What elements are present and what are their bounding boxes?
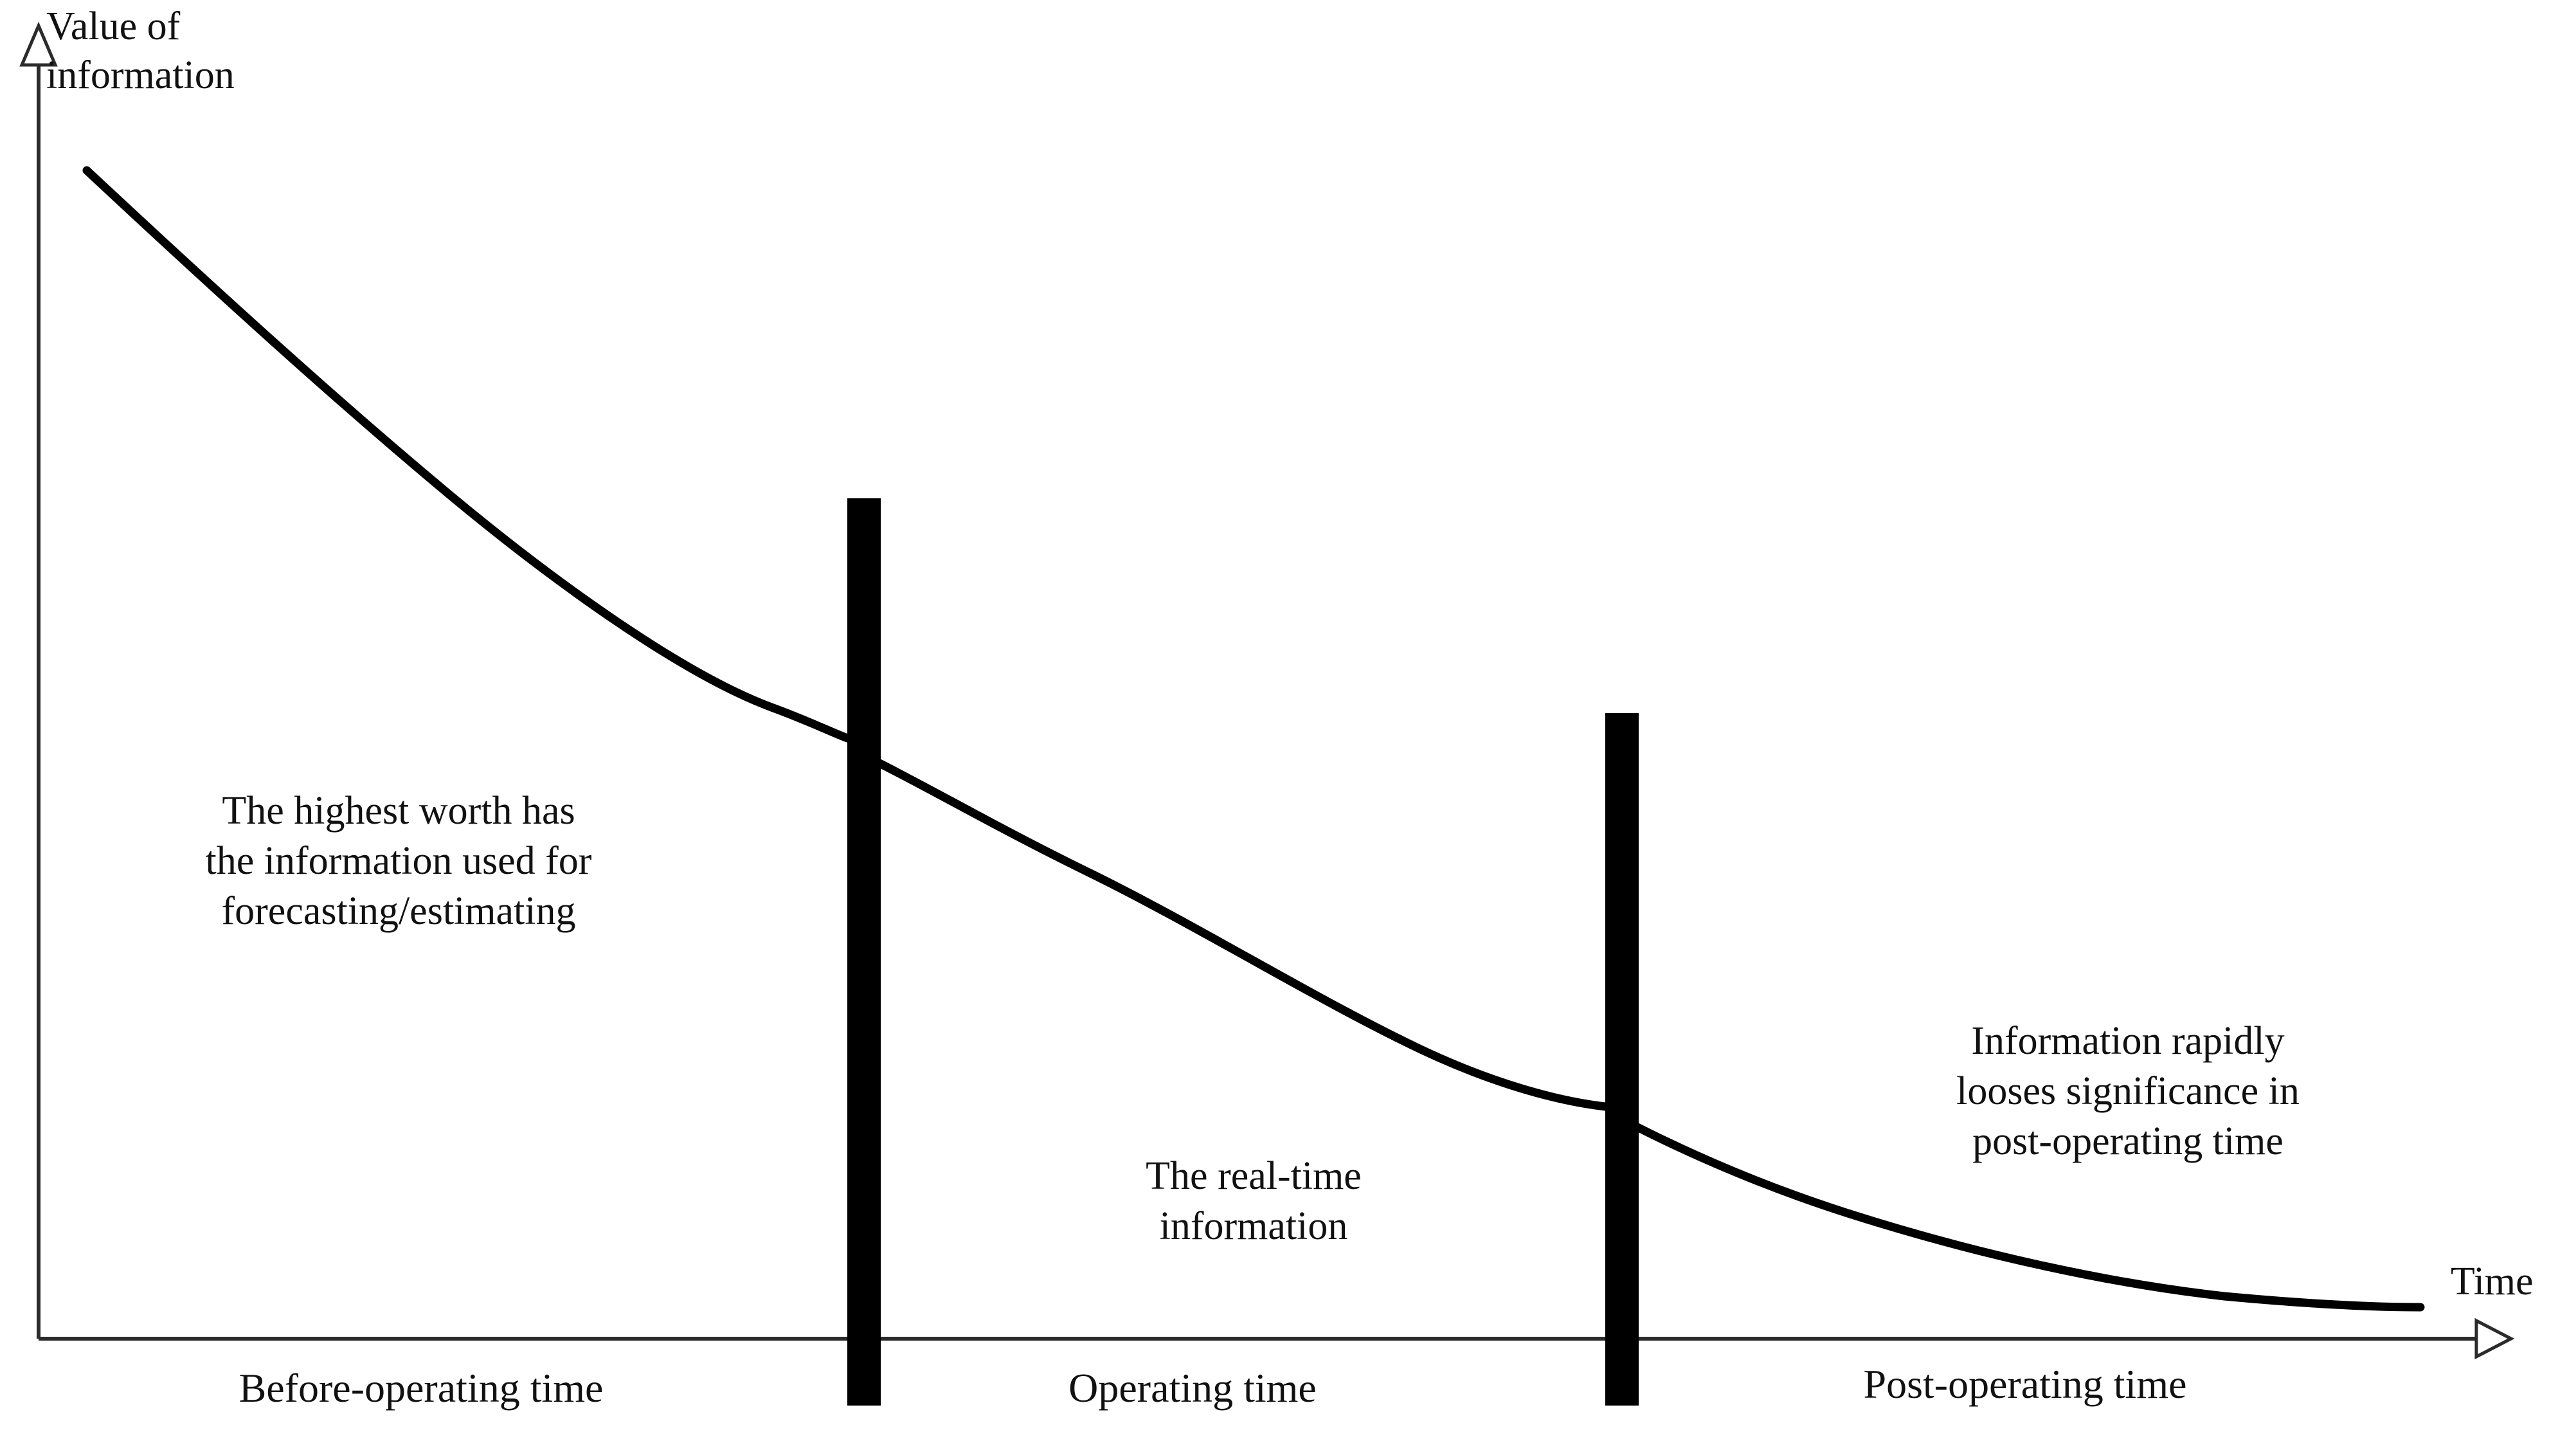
value-curve-post-operating [1632, 1122, 2425, 1312]
annotation-post-operating-line-3: post-operating time [1972, 1119, 2283, 1164]
region-label-before-operating: Before-operating time [239, 1365, 604, 1411]
annotation-forecasting-line-1: The highest worth has [222, 789, 575, 833]
triangle-up-outline-icon [19, 21, 58, 67]
y-axis-title-line-1: Value of [46, 5, 181, 48]
annotation-post-operating-line-2: looses significance in [1956, 1069, 2300, 1114]
region-label-post-operating: Post-operating time [1863, 1361, 2187, 1407]
annotation-post-operating: Information rapidly looses significance i… [1851, 1016, 2404, 1166]
value-curve-operating [874, 758, 1610, 1111]
value-curve-before-operating [82, 166, 852, 743]
y-axis-title-line-2: information [46, 53, 235, 97]
triangle-right-outline-icon [2474, 1317, 2515, 1360]
annotation-forecasting-line-2: the information used for [205, 839, 592, 883]
y-axis-title: Value of information [46, 3, 235, 100]
divider-bar-2 [1605, 713, 1639, 1406]
divider-bar-1 [847, 498, 881, 1406]
annotation-realtime: The real-time information [1054, 1151, 1453, 1251]
annotation-realtime-line-1: The real-time [1146, 1154, 1362, 1198]
annotation-post-operating-line-1: Information rapidly [1971, 1019, 2285, 1063]
x-axis-title: Time [2451, 1260, 2534, 1303]
annotation-forecasting-line-3: forecasting/estimating [221, 889, 576, 934]
annotation-realtime-line-2: information [1159, 1204, 1348, 1249]
region-label-operating: Operating time [1068, 1365, 1317, 1411]
annotation-forecasting: The highest worth has the information use… [77, 786, 720, 936]
